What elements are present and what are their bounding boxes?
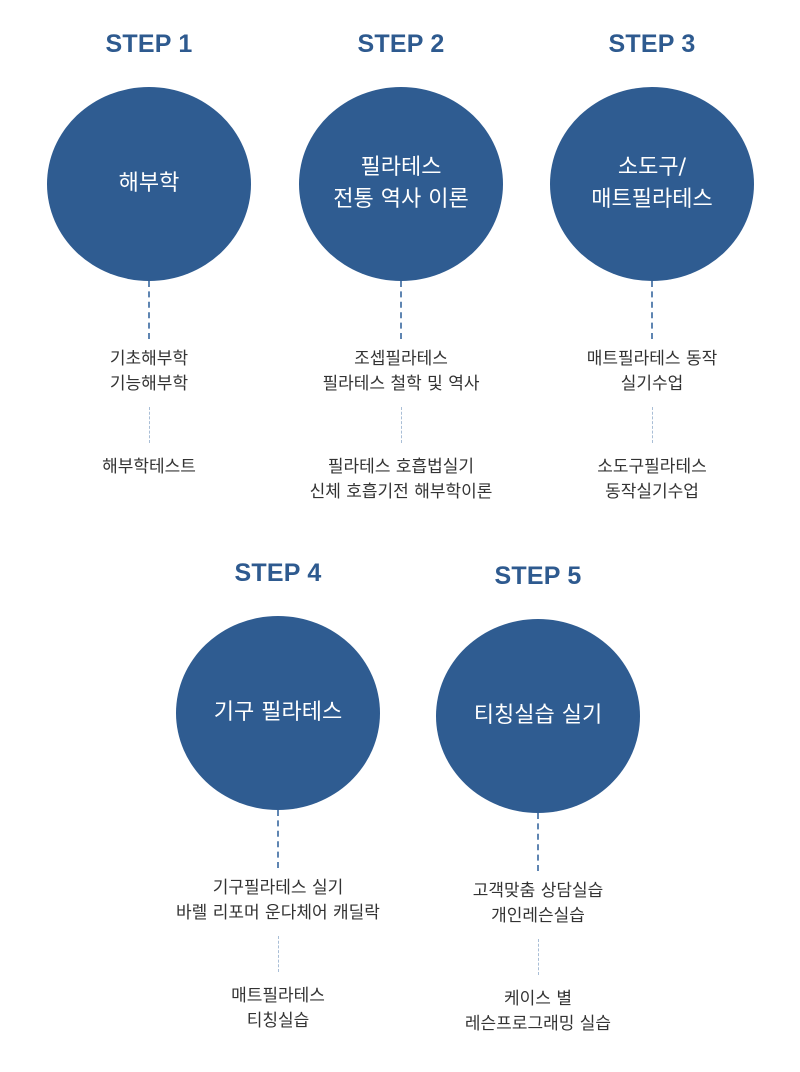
- step-circle: 티칭실습 실기: [436, 619, 640, 813]
- step-circle: 해부학: [47, 87, 251, 281]
- step-topic: 티칭실습 실기: [473, 703, 603, 728]
- step-title: STEP 3: [608, 30, 696, 58]
- step-detail: 해부학테스트: [102, 455, 196, 480]
- step-detail: 매트필라테스 티칭실습: [231, 984, 325, 1034]
- detail-line: 해부학테스트: [102, 457, 196, 477]
- step-circle: 소도구/ 매트필라테스: [550, 87, 754, 281]
- dashed-connector: [277, 936, 279, 972]
- dashed-connector: [651, 407, 653, 443]
- detail-line: 필라테스 철학 및 역사: [322, 374, 480, 394]
- dashed-connector: [400, 281, 402, 339]
- dashed-connector: [400, 407, 402, 443]
- dashed-connector: [148, 407, 150, 443]
- step-topic: 기구 필라테스: [213, 700, 343, 725]
- detail-line: 바렐 리포머 운다체어 캐딜락: [176, 903, 380, 923]
- detail-line: 기초해부학: [109, 349, 189, 369]
- step-2: STEP 2 필라테스 전통 역사 이론 조셉필라테스 필라테스 철학 및 역사…: [271, 29, 531, 505]
- step-detail: 조셉필라테스 필라테스 철학 및 역사: [323, 347, 480, 397]
- step-detail: 케이스 별 레슨프로그래밍 실습: [465, 987, 611, 1037]
- step-detail: 고객맞춤 상담실습 개인레슨실습: [473, 879, 604, 929]
- detail-line: 신체 호흡기전 해부학이론: [309, 482, 493, 502]
- detail-line: 매트필라테스: [231, 986, 325, 1006]
- detail-line: 고객맞춤 상담실습: [472, 881, 604, 901]
- dashed-connector: [148, 281, 150, 339]
- step-detail: 기구필라테스 실기 바렐 리포머 운다체어 캐딜락: [176, 876, 380, 926]
- step-circle: 필라테스 전통 역사 이론: [299, 87, 503, 281]
- step-circle: 기구 필라테스: [176, 616, 380, 810]
- detail-line: 실기수업: [620, 374, 684, 394]
- detail-line: 케이스 별: [504, 989, 572, 1009]
- detail-line: 개인레슨실습: [491, 906, 585, 926]
- detail-line: 동작실기수업: [605, 482, 699, 502]
- detail-line: 필라테스 호흡법실기: [327, 457, 475, 477]
- dashed-connector: [537, 813, 539, 871]
- step-topic: 필라테스: [360, 155, 442, 180]
- detail-line: 기구필라테스 실기: [212, 878, 344, 898]
- step-4: STEP 4 기구 필라테스 기구필라테스 실기 바렐 리포머 운다체어 캐딜락…: [148, 558, 408, 1034]
- step-title: STEP 4: [234, 559, 322, 587]
- dashed-connector: [277, 810, 279, 868]
- dashed-connector: [537, 939, 539, 975]
- detail-line: 매트필라테스 동작: [586, 349, 718, 369]
- step-detail: 소도구필라테스 동작실기수업: [597, 455, 706, 505]
- step-topic: 전통 역사 이론: [333, 187, 469, 212]
- detail-line: 기능해부학: [109, 374, 189, 394]
- detail-line: 조셉필라테스: [354, 349, 448, 369]
- detail-line: 레슨프로그래밍 실습: [464, 1014, 612, 1034]
- step-3: STEP 3 소도구/ 매트필라테스 매트필라테스 동작 실기수업 소도구필라테…: [522, 29, 782, 505]
- step-title: STEP 1: [105, 30, 193, 58]
- step-detail: 필라테스 호흡법실기 신체 호흡기전 해부학이론: [310, 455, 493, 505]
- step-title: STEP 5: [494, 562, 582, 590]
- step-topic: 해부학: [118, 171, 180, 196]
- detail-line: 소도구필라테스: [597, 457, 707, 477]
- step-1: STEP 1 해부학 기초해부학 기능해부학 해부학테스트: [19, 29, 279, 480]
- step-topic: 매트필라테스: [591, 187, 713, 212]
- dashed-connector: [651, 281, 653, 339]
- step-detail: 기초해부학 기능해부학: [110, 347, 188, 397]
- step-title: STEP 2: [357, 30, 445, 58]
- step-detail: 매트필라테스 동작 실기수업: [587, 347, 718, 397]
- detail-line: 티칭실습: [246, 1011, 310, 1031]
- step-topic: 소도구/: [617, 155, 687, 180]
- step-5: STEP 5 티칭실습 실기 고객맞춤 상담실습 개인레슨실습 케이스 별 레슨…: [408, 561, 668, 1037]
